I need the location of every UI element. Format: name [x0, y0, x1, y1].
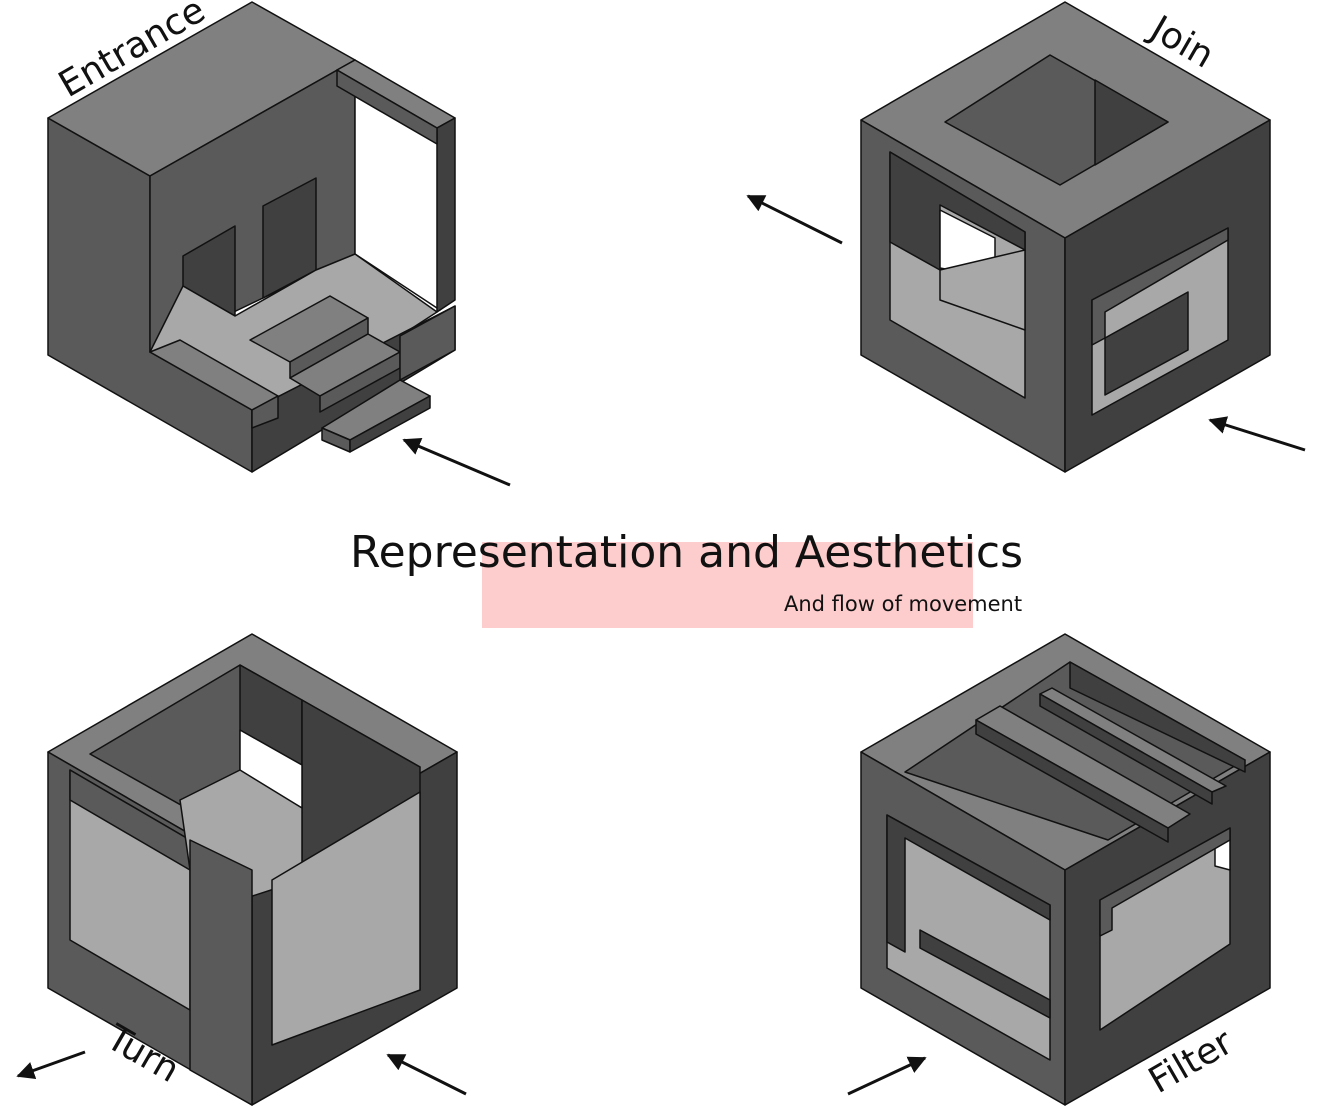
turn-cube-icon — [47, 633, 458, 1106]
entrance-cube-icon — [47, 1, 456, 473]
turn-arrow-in — [386, 1053, 467, 1096]
filter-arrow-in — [847, 1056, 927, 1096]
join-arrow-out — [746, 194, 843, 245]
join-arrow-in — [1208, 416, 1306, 452]
turn-arrow-out — [16, 1050, 86, 1080]
entrance-arrow — [402, 438, 511, 487]
highlight-band — [482, 542, 973, 628]
filter-cube-icon — [860, 633, 1271, 1106]
page-subtitle: And flow of movement — [784, 592, 1022, 616]
join-cube-icon — [860, 1, 1271, 473]
page-title: Representation and Aesthetics — [350, 527, 1023, 578]
